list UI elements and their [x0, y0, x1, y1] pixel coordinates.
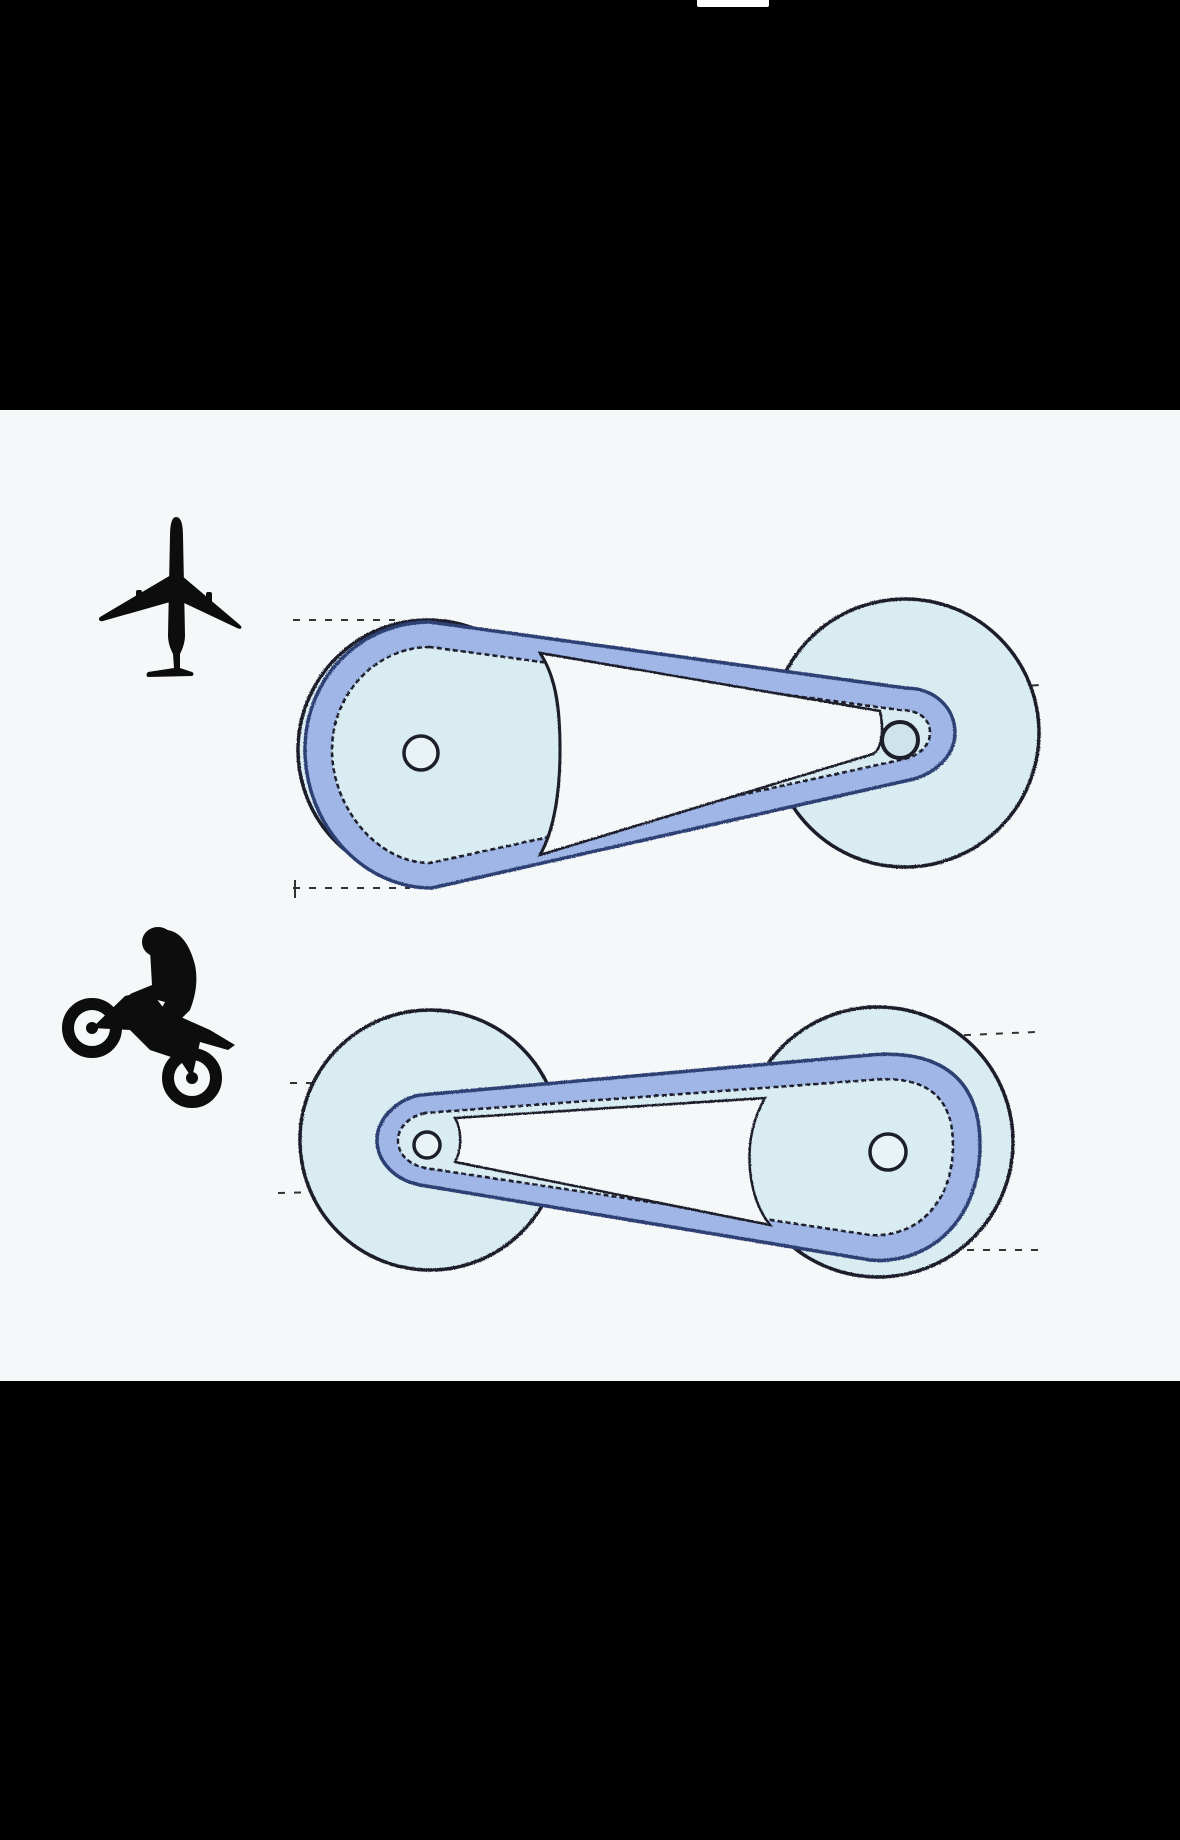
axle-right-bottom: [868, 1132, 908, 1172]
status-indicator: [697, 0, 769, 7]
airplane-icon: [99, 517, 242, 677]
video-frame[interactable]: [0, 410, 1180, 1381]
belt-gap-bottom: [452, 1096, 774, 1227]
motorcycle-icon: [62, 927, 235, 1108]
axle-left-top: [402, 734, 440, 772]
belt-drive-diagram: [62, 517, 1041, 1279]
axle-left-bottom: [412, 1130, 442, 1160]
axle-right-top: [880, 720, 920, 760]
